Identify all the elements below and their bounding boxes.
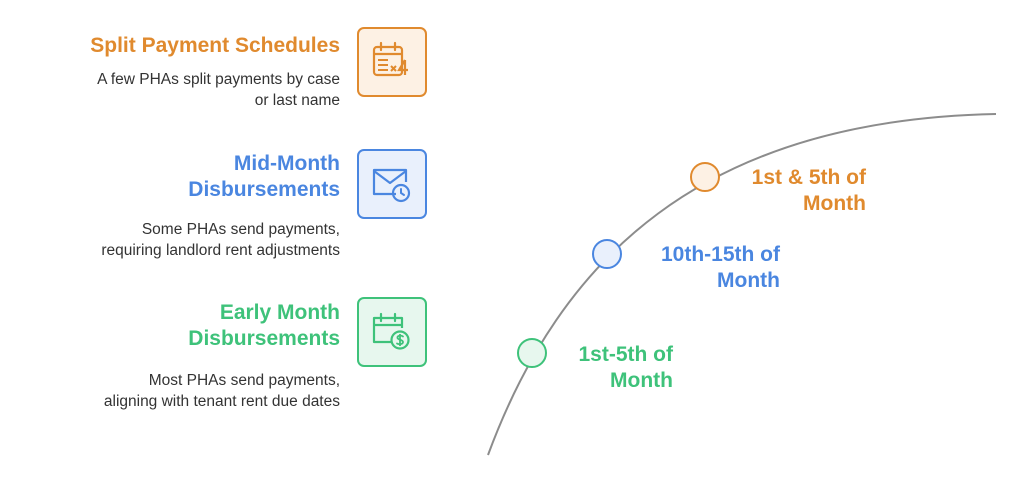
item-mid-month: Mid-Month Disbursements Some PHAs send p… [0, 0, 340, 270]
item-early-month: Early Month Disbursements Most PHAs send… [0, 0, 340, 420]
item-description: Most PHAs send payments, aligning with t… [103, 372, 340, 410]
item-title: Mid-Month Disbursements [188, 152, 340, 201]
item-title: Early Month Disbursements [188, 301, 340, 350]
timeline-marker-blue [592, 239, 622, 269]
mail-clock-icon-box [357, 149, 427, 219]
timeline-marker-green [517, 338, 547, 368]
item-description: A few PHAs split payments by case or las… [97, 71, 340, 109]
timeline-label-1st-5th-of-month-split: 1st & 5th of Month [751, 166, 866, 215]
timeline-label-1st-5th-of-month: 1st-5th of Month [578, 343, 674, 392]
item-title: Split Payment Schedules [90, 34, 340, 57]
calendar-x4-icon [372, 41, 408, 77]
item-description: Some PHAs send payments, requiring landl… [101, 221, 340, 259]
calendar-x4-icon-box [357, 27, 427, 97]
item-split-payment: Split Payment Schedules A few PHAs split… [0, 0, 340, 120]
timeline-curve [487, 113, 997, 456]
calendar-dollar-icon-box [357, 297, 427, 367]
timeline-label-10th-15th-of-month: 10th-15th of Month [660, 243, 780, 292]
calendar-dollar-icon [372, 312, 410, 350]
timeline-marker-orange [690, 162, 720, 192]
mail-clock-icon [372, 168, 411, 203]
